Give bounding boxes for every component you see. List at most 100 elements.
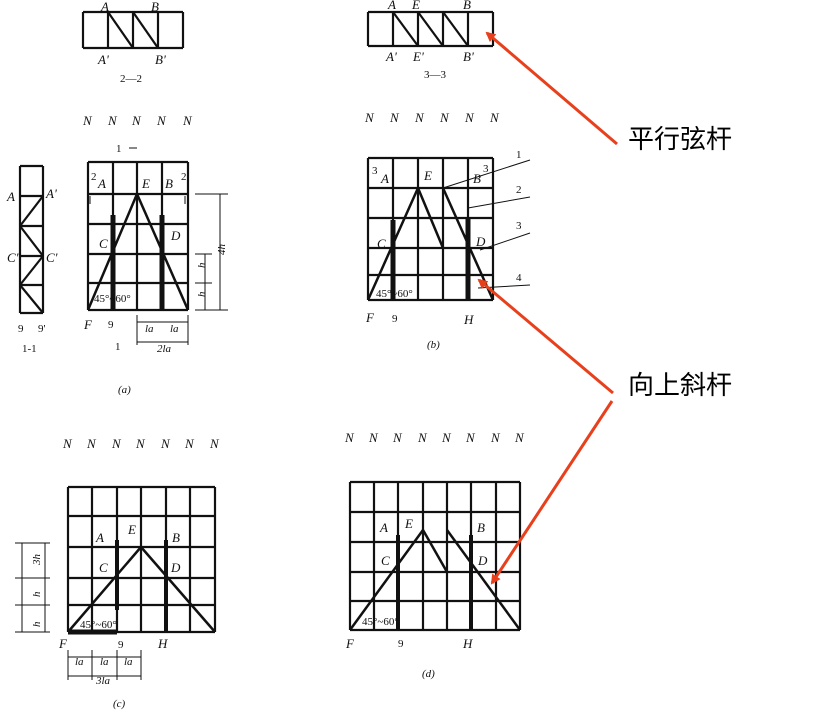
label-9: 9 (118, 639, 124, 651)
dim-h: h (31, 621, 43, 627)
label-A: A (100, 0, 109, 14)
section-mark-2: 2 (181, 171, 187, 183)
label-D: D (170, 228, 181, 243)
member-line (107, 11, 134, 49)
label-E-prime: E' (412, 49, 424, 64)
label-H: H (462, 636, 473, 651)
label-A-prime: A' (385, 49, 397, 64)
load-label-N: N (465, 430, 476, 445)
member-line (348, 529, 425, 631)
load-label-N: N (490, 430, 501, 445)
member-line (132, 11, 159, 49)
label-E: E (423, 168, 432, 183)
section-caption-3-3: 3—3 (424, 69, 447, 81)
section-mark-3: 3 (372, 165, 378, 177)
dim-3h: 3h (31, 554, 43, 567)
label-C: C' (7, 250, 19, 265)
dim-h: h (31, 591, 43, 597)
label-A: A (95, 530, 104, 545)
load-label-N: N (135, 436, 146, 451)
load-label-N: N (82, 113, 93, 128)
member-line (140, 546, 216, 633)
label-B: B (473, 171, 481, 186)
label-H: H (157, 636, 168, 651)
label-F: F (58, 636, 68, 651)
load-label-N: N (441, 430, 452, 445)
dim-h: h (196, 262, 208, 268)
figure-caption-c: (c) (113, 698, 126, 710)
angle-label: 45°~60° (80, 619, 117, 631)
load-label-N: N (389, 110, 400, 125)
load-label-N: N (464, 110, 475, 125)
label-C: C (99, 560, 108, 575)
member-line (19, 225, 44, 257)
callout-upward-diagonal: 向上斜杆 (628, 371, 732, 401)
callout-number-2: 2 (516, 184, 522, 196)
label-A: A (379, 520, 388, 535)
load-label-N: N (184, 436, 195, 451)
section-mark-1: 1 (116, 143, 122, 155)
leader-line (442, 159, 531, 189)
label-9: 9 (18, 323, 24, 335)
figure-caption-d: (d) (422, 668, 435, 680)
load-label-N: N (107, 113, 118, 128)
dim-3la: 3la (95, 675, 111, 687)
label-B: B (463, 0, 471, 12)
label-9: 9 (392, 313, 398, 325)
label-C: C (381, 553, 390, 568)
load-label-N: N (111, 436, 122, 451)
callout-number-1: 1 (516, 149, 522, 161)
load-label-N: N (156, 113, 167, 128)
label-E: E (141, 176, 150, 191)
angle-label: 45°~60° (94, 293, 131, 305)
member-line (67, 546, 142, 633)
member-line (421, 529, 449, 573)
callout-arrow (490, 400, 614, 585)
label-B: B (477, 520, 485, 535)
label-A-prime: A' (45, 186, 57, 201)
label-D: D (477, 553, 488, 568)
load-label-N: N (131, 113, 142, 128)
dim-2la: 2la (157, 343, 172, 355)
figure-caption-b: (b) (427, 339, 440, 351)
member-line (19, 255, 44, 286)
label-B: B (165, 176, 173, 191)
callout-parallel-chord: 平行弦杆 (628, 125, 732, 155)
dim-la: la (145, 323, 154, 335)
member-line (19, 284, 44, 314)
dim-la: la (75, 656, 84, 668)
label-F: F (345, 636, 355, 651)
load-label-N: N (182, 113, 193, 128)
label-E: E (127, 522, 136, 537)
label-9: 9 (108, 319, 114, 331)
callout-number-3: 3 (516, 220, 522, 232)
label-H: H (463, 312, 474, 327)
load-label-N: N (62, 436, 73, 451)
load-label-N: N (392, 430, 403, 445)
label-F: F (83, 317, 93, 332)
callout-arrow (477, 278, 614, 395)
label-B-prime: B' (463, 49, 474, 64)
label-A: A (387, 0, 396, 12)
label-C: C (99, 236, 108, 251)
label-F: F (365, 310, 375, 325)
load-label-N: N (344, 430, 355, 445)
load-label-N: N (368, 430, 379, 445)
load-label-N: N (439, 110, 450, 125)
member-line (417, 11, 444, 47)
label-A-prime: A' (97, 52, 109, 67)
callout-number-4: 4 (516, 272, 522, 284)
angle-label: 45°~60° (362, 616, 399, 628)
label-E: E (411, 0, 420, 12)
section-mark-2: 2 (91, 171, 97, 183)
label-D: D (475, 234, 486, 249)
member-line (416, 187, 445, 249)
label-B: B (172, 530, 180, 545)
label-9: 9 (398, 638, 404, 650)
leader-line (467, 196, 531, 209)
label-9-prime: 9' (38, 323, 46, 335)
label-C-prime: C' (46, 250, 58, 265)
section-mark-3: 3 (483, 163, 489, 175)
